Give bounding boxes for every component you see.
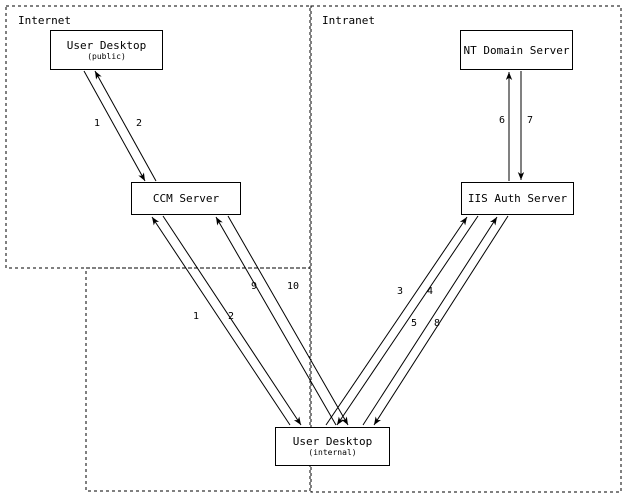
node-subtitle-user-desktop-public: (public) xyxy=(87,51,126,61)
node-subtitle-user-desktop-internal: (internal) xyxy=(308,448,357,457)
flow-label-step-8: 8 xyxy=(434,318,441,329)
flow-label-step-6: 6 xyxy=(499,115,506,126)
node-iis-auth-server[interactable]: IIS Auth Server xyxy=(461,182,574,215)
flow-label-step-2-internal: 2 xyxy=(228,311,235,322)
node-title-user-desktop-public: User Desktop xyxy=(66,38,147,52)
zone-boundaries xyxy=(5,5,622,493)
node-user-desktop-internal[interactable]: User Desktop (internal) xyxy=(275,427,390,466)
flow-label-step-10: 10 xyxy=(287,281,300,292)
flow-label-step-3: 3 xyxy=(397,286,404,297)
node-title-nt-domain-server: NT Domain Server xyxy=(463,43,570,57)
node-ccm-server[interactable]: CCM Server xyxy=(131,182,241,215)
zone-label-intranet: Intranet xyxy=(322,14,375,27)
zone-label-internet: Internet xyxy=(18,14,71,27)
flow-label-step-4: 4 xyxy=(427,286,434,297)
edge-desktop-int-to-iis-line-a xyxy=(325,216,468,426)
edge-desktop-public-to-ccm-line xyxy=(83,70,146,182)
node-title-iis-auth-server: IIS Auth Server xyxy=(467,192,568,205)
node-nt-domain-server[interactable]: NT Domain Server xyxy=(460,30,573,70)
edge-ccm-to-desktop-int-line-b xyxy=(227,215,349,426)
edge-desktop-int-to-ccm-line-a xyxy=(151,216,291,426)
edge-iis-to-desktop-int-line-b xyxy=(373,215,509,426)
edge-ccm-to-desktop-public-line xyxy=(94,70,157,182)
flow-label-step-7: 7 xyxy=(527,115,534,126)
edge-ccm-to-desktop-int-line-a xyxy=(162,215,302,426)
edge-desktop-int-to-iis-line-b xyxy=(362,216,498,426)
flow-label-step-1-internal: 1 xyxy=(193,311,200,322)
flow-label-step-9: 9 xyxy=(251,281,258,292)
node-user-desktop-public[interactable]: User Desktop (public) xyxy=(50,30,163,70)
flow-label-step-5: 5 xyxy=(411,318,418,329)
zone-internet-boundary xyxy=(5,5,311,269)
node-title-ccm-server: CCM Server xyxy=(152,192,220,205)
zone-intranet-boundary xyxy=(310,5,622,493)
node-title-user-desktop-internal: User Desktop xyxy=(292,435,373,448)
zone-internal-boundary xyxy=(85,267,311,492)
edge-lines xyxy=(83,70,525,426)
edge-iis-to-desktop-int-line-a xyxy=(336,215,479,426)
edge-desktop-int-to-ccm-line-b xyxy=(215,216,337,426)
flow-label-step-1-public: 1 xyxy=(94,118,101,129)
flow-label-step-2-public: 2 xyxy=(136,118,143,129)
